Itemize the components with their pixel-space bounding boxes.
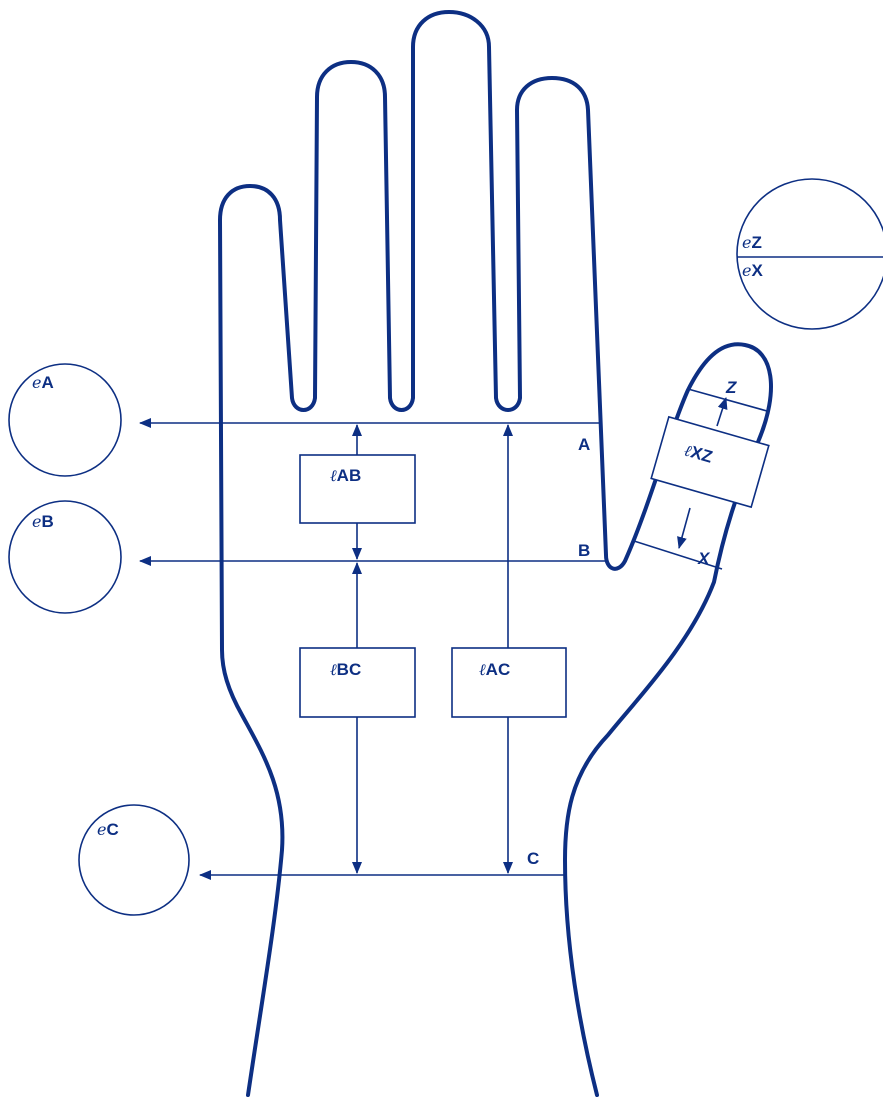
length-xz-box [650, 415, 770, 509]
thumb-z-line [687, 388, 768, 412]
thumb-x-arrow [677, 507, 691, 549]
thumb-z-arrow [716, 397, 728, 427]
circumference-c-circle [78, 804, 190, 916]
circumference-b-circle [8, 500, 122, 614]
circumference-b-label: eB [32, 512, 54, 531]
circumference-x-label: eX [742, 261, 763, 280]
level-b-label: B [578, 541, 590, 560]
circumference-c-label: eC [97, 820, 119, 839]
length-ac-box [451, 647, 567, 718]
length-bc-box [299, 647, 416, 718]
circumference-z-label: eZ [742, 233, 762, 252]
length-ac-label: ℓAC [479, 660, 510, 679]
thumb-x-label: X [697, 549, 711, 568]
level-c-label: C [527, 849, 539, 868]
hand-outline [218, 10, 773, 1097]
thumb-z-label: Z [725, 378, 737, 397]
length-bc-label: ℓBC [330, 660, 361, 679]
level-a-label: A [578, 435, 590, 454]
circumference-a-circle [8, 363, 122, 477]
thumb-circumference-circle [736, 178, 883, 330]
length-ab-label: ℓAB [330, 466, 361, 485]
thumb-x-line [633, 540, 723, 570]
length-ab-box [299, 454, 416, 524]
circumference-a-label: eA [32, 373, 54, 392]
